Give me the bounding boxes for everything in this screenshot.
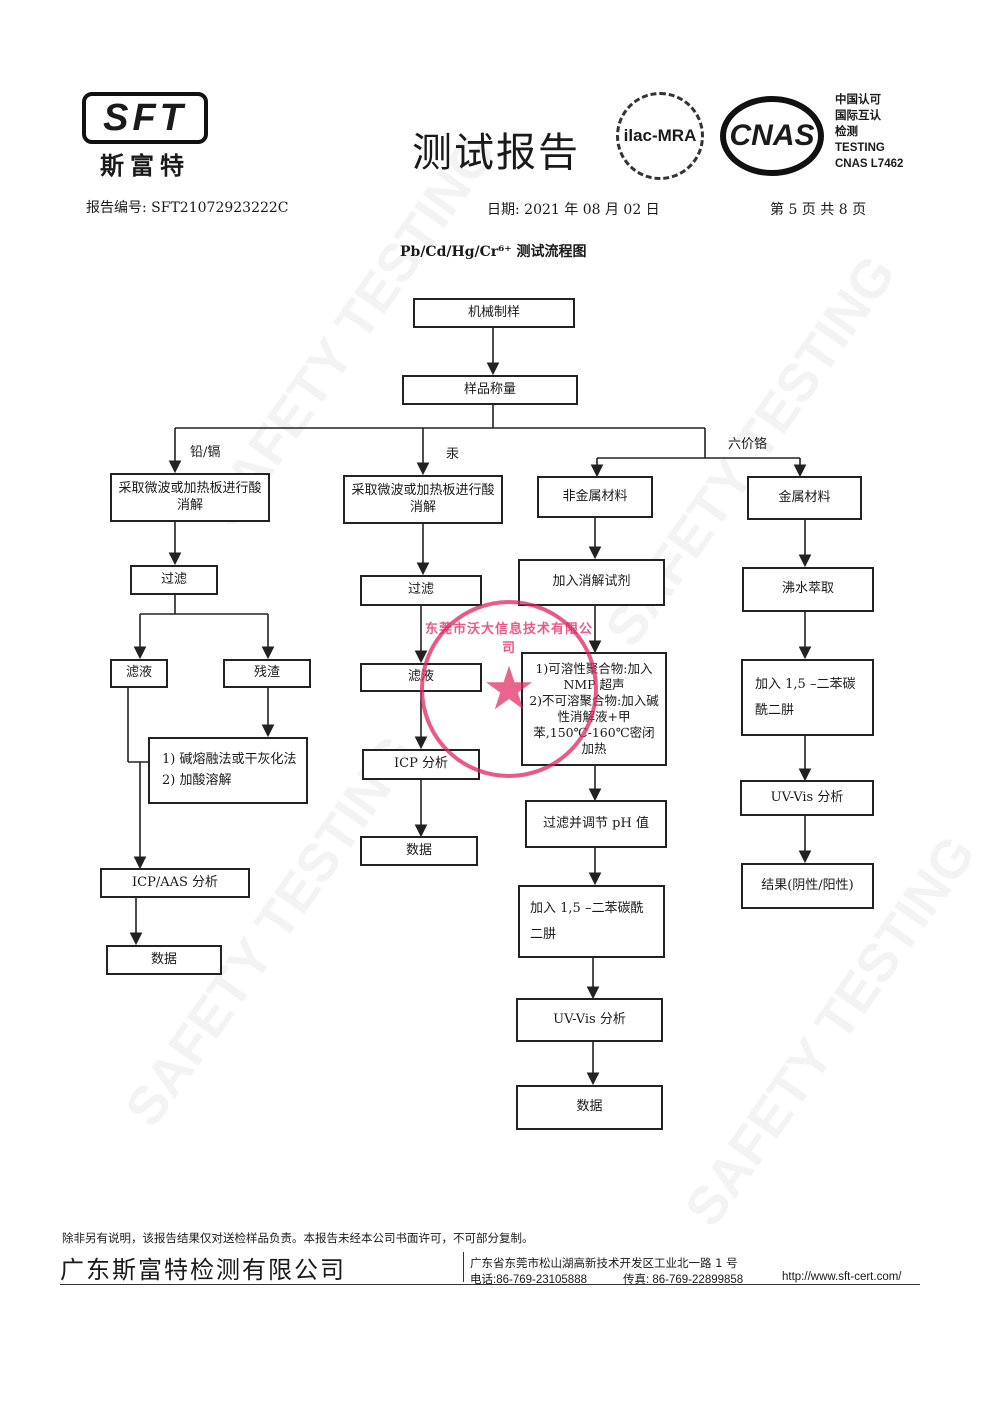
- footer-disclaimer: 除非另有说明，该报告结果仅对送检样品负责。本报告未经本公司书面许可，不可部分复制…: [62, 1231, 534, 1245]
- nonmetal-data-box: 数据: [516, 1085, 663, 1130]
- hg-digest-box: 采取微波或加热板进行酸消解: [343, 475, 503, 524]
- cnas-logo: CNAS: [720, 96, 824, 176]
- cnas-logo-text: CNAS: [729, 119, 815, 152]
- sft-logo: SFT 斯富特: [82, 92, 208, 181]
- nonmetal-box: 非金属材料: [537, 476, 653, 518]
- ilac-mra-logo: ilac-MRA: [616, 92, 704, 180]
- weigh-box: 样品称量: [402, 375, 578, 405]
- accred-line: 中国认可: [835, 94, 881, 106]
- accred-line: TESTING: [835, 142, 885, 154]
- sft-logo-mark: SFT: [82, 92, 208, 144]
- pb-digest-box: 采取微波或加热板进行酸消解: [110, 473, 270, 522]
- footer-fax: 传真: 86-769-22899858: [623, 1274, 744, 1286]
- footer-rule: [60, 1284, 920, 1285]
- branch-hg-label: 汞: [446, 447, 460, 462]
- page-number: 第 5 页 共 8 页: [770, 202, 867, 218]
- footer-tel: 电话:86-769-23105888: [470, 1274, 587, 1286]
- ilac-mra-text: ilac-MRA: [623, 126, 697, 145]
- pb-residue-steps-box: 1) 碱熔融法或干灰化法 2) 加酸溶解: [148, 737, 308, 804]
- branch-pb-label: 铅/镉: [190, 445, 221, 460]
- pb-residue-box: 残渣: [223, 659, 311, 688]
- residue-step-2: 2) 加酸溶解: [162, 772, 232, 788]
- metal-dpc-box: 加入 1,5 –二苯碳酰二肼: [741, 659, 874, 736]
- branch-cr-label: 六价铬: [728, 437, 768, 452]
- pb-filtrate-box: 滤液: [110, 659, 168, 688]
- accred-line: 国际互认: [835, 110, 881, 122]
- report-number: 报告编号: SFT21072923222C: [86, 200, 289, 216]
- sft-logo-cn: 斯富特: [100, 152, 190, 180]
- report-title: 测试报告: [412, 130, 580, 176]
- metal-boil-box: 沸水萃取: [742, 567, 874, 612]
- footer-address: 广东省东莞市松山湖高新技术开发区工业北一路 1 号: [470, 1256, 738, 1270]
- stamp-text: 东莞市沃大信息技术有限公司: [424, 622, 593, 656]
- prep-box: 机械制样: [413, 298, 575, 328]
- stamp-star-icon: ★: [482, 654, 536, 724]
- nonmetal-filter-ph-box: 过滤并调节 pH 值: [525, 800, 667, 848]
- pb-data-box: 数据: [106, 945, 222, 975]
- company-stamp: ★ 东莞市沃大信息技术有限公司: [420, 600, 598, 778]
- report-date: 日期: 2021 年 08 月 02 日: [487, 202, 660, 218]
- flowchart-title: Pb/Cd/Hg/Cr⁶⁺ 测试流程图: [400, 244, 587, 260]
- metal-box: 金属材料: [747, 476, 862, 520]
- nonmetal-reagent-box: 加入消解试剂: [518, 559, 665, 606]
- pb-analysis-box: ICP/AAS 分析: [100, 868, 250, 898]
- accred-line: 检测: [835, 126, 858, 138]
- residue-step-1: 1) 碱熔融法或干灰化法: [162, 752, 297, 768]
- nonmetal-uv-box: UV-Vis 分析: [516, 998, 663, 1042]
- hg-filter-box: 过滤: [360, 575, 482, 606]
- nonmetal-dpc-box: 加入 1,5 –二苯碳酰二肼: [518, 885, 665, 958]
- accreditation-text: 中国认可 国际互认 检测 TESTING CNAS L7462: [835, 92, 903, 172]
- pb-filter-box: 过滤: [130, 565, 218, 595]
- footer-company-name: 广东斯富特检测有限公司: [60, 1256, 346, 1284]
- metal-result-box: 结果(阴性/阳性): [741, 863, 874, 909]
- accred-line: CNAS L7462: [835, 158, 904, 170]
- footer-divider: [463, 1252, 464, 1282]
- hg-data-box: 数据: [360, 836, 478, 866]
- metal-uv-box: UV-Vis 分析: [740, 780, 874, 816]
- footer-url: http://www.sft-cert.com/: [782, 1271, 902, 1283]
